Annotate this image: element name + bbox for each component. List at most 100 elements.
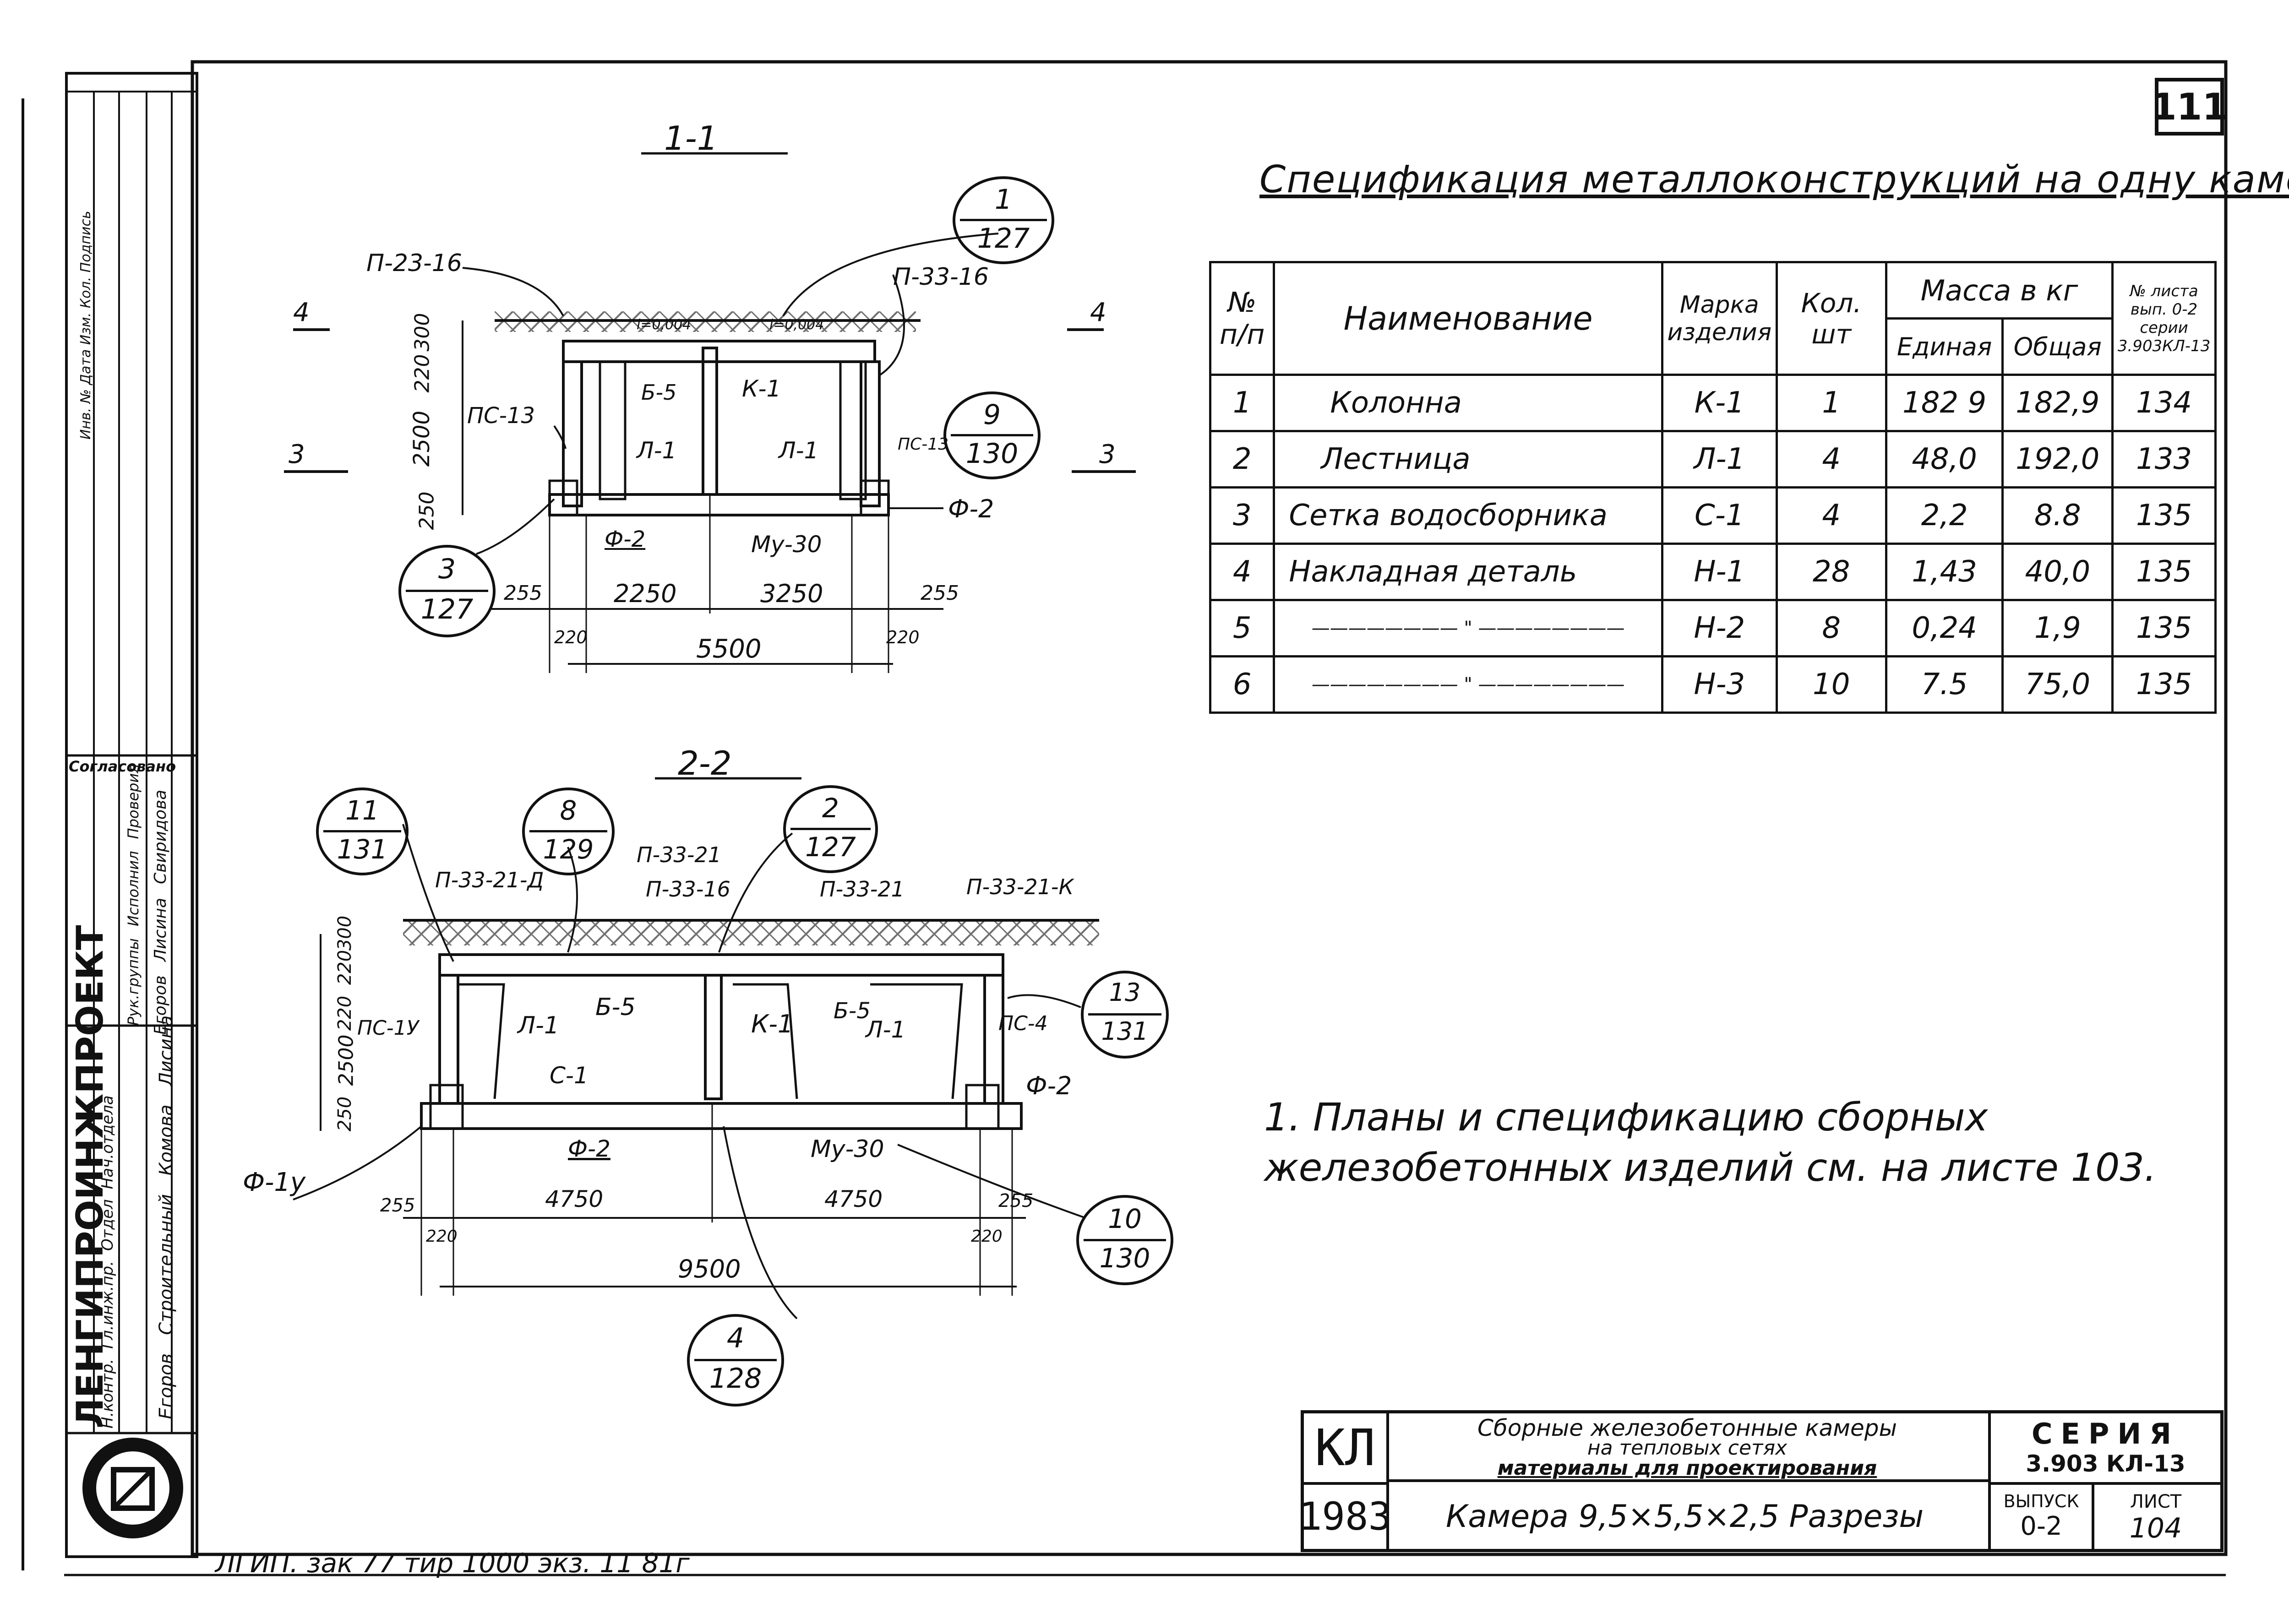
sheet-number-top: 111 <box>2151 85 2228 128</box>
spec-table: № п/п Наименование Марка изделия Кол. шт… <box>1209 261 2217 714</box>
cell-unit: 2,2 <box>1885 486 2004 545</box>
label-p33: П-33-16 <box>893 263 989 291</box>
tb-desc3: материалы для проектирования <box>1497 1456 1877 1480</box>
dim-255b: 255 <box>921 581 959 605</box>
tb-desc2: на тепловых сетях <box>1587 1436 1788 1460</box>
cell-total: 40,0 <box>2001 543 2114 601</box>
label-mu30: Му-30 <box>751 531 822 558</box>
th-mark: Марка изделия <box>1661 261 1778 376</box>
cell-name: ———————— " ———————— <box>1273 655 1663 714</box>
dim-9500: 9500 <box>678 1255 741 1283</box>
tb-issue-value: 0-2 <box>2020 1511 2062 1541</box>
th-num: № п/п <box>1209 261 1275 376</box>
dim-4750a: 4750 <box>545 1186 604 1212</box>
dim-220a: 220 <box>554 627 588 647</box>
cell-name: Накладная деталь <box>1273 543 1663 601</box>
cell-qty: 8 <box>1775 599 1887 657</box>
label-mu30: Му-30 <box>811 1135 884 1163</box>
label-l1b: Л-1 <box>779 437 819 464</box>
cell-total: 75,0 <box>2001 655 2114 714</box>
callout-bubble: 4 128 <box>687 1314 784 1407</box>
label-b5: Б-5 <box>641 380 677 405</box>
cell-n: 4 <box>1209 543 1275 601</box>
sheet-number-box: 111 <box>2151 78 2228 136</box>
cell-mark: Н-2 <box>1661 599 1778 657</box>
label-i1: i=0,004 <box>637 317 692 333</box>
tb-issue-label: Выпуск <box>2003 1491 2079 1511</box>
cell-n: 5 <box>1209 599 1275 657</box>
label-f2b: Ф-2 <box>1026 1071 1072 1100</box>
callout-bubble: 11 131 <box>316 788 409 875</box>
tb-series-value: 3.903 КЛ-13 <box>2026 1450 2185 1477</box>
label-c1: С-1 <box>550 1062 589 1089</box>
th-unit: Единая <box>1885 317 2004 376</box>
label-i2: i=0,004 <box>769 317 824 333</box>
cut-4-left: 4 <box>293 298 310 327</box>
dim-300: 300 <box>334 915 356 951</box>
dim-255a: 255 <box>504 581 542 605</box>
callout-bubble: 9 130 <box>943 391 1041 479</box>
label-ps13b: ПС-13 <box>898 435 949 454</box>
cell-name: Лестница <box>1273 430 1663 489</box>
dim-250: 250 <box>334 1096 356 1132</box>
tb-code: КЛ <box>1314 1418 1376 1477</box>
tb-sheet-title: Камера 9,5×5,5×2,5 Разрезы <box>1446 1498 1924 1535</box>
label-l1a: Л-1 <box>637 437 677 464</box>
label-ps1y: ПС-1У <box>357 1016 419 1040</box>
cell-n: 3 <box>1209 486 1275 545</box>
label-f2a: Ф-2 <box>568 1135 610 1162</box>
dim-255a: 255 <box>380 1195 415 1216</box>
note: 1. Планы и спецификацию сборных железобе… <box>1264 1095 2157 1190</box>
callout-bubble: 2 127 <box>783 785 878 873</box>
cell-sheet: 135 <box>2111 486 2217 545</box>
table-row: 5 ———————— " ———————— Н-2 8 0,24 1,9 135 <box>1209 599 2217 657</box>
callout-bubble: 8 129 <box>522 788 615 875</box>
cell-unit: 0,24 <box>1885 599 2004 657</box>
title-block: КЛ 1983 Сборные железобетонные камеры на… <box>1298 1410 2224 1552</box>
table-row: 1 Колонна К-1 1 182 9 182,9 134 <box>1209 374 2217 432</box>
cut-3-right: 3 <box>1099 440 1116 469</box>
tb-sheet-label: Лист <box>2130 1491 2182 1512</box>
label-f2a: Ф-2 <box>605 527 646 552</box>
th-mass: Масса в кг <box>1885 261 2114 320</box>
dim-220: 220 <box>334 950 356 985</box>
cell-sheet: 135 <box>2111 599 2217 657</box>
cell-mark: Н-3 <box>1661 655 1778 714</box>
dim-220d: 220 <box>971 1227 1003 1246</box>
th-total: Общая <box>2001 317 2114 376</box>
label-l1b: Л-1 <box>866 1016 906 1043</box>
cell-sheet: 133 <box>2111 430 2217 489</box>
cell-unit: 7.5 <box>1885 655 2004 714</box>
cell-qty: 4 <box>1775 486 1887 545</box>
dim-220b: 220 <box>334 995 356 1031</box>
th-qty: Кол. шт <box>1775 261 1887 376</box>
cell-qty: 10 <box>1775 655 1887 714</box>
cell-mark: С-1 <box>1661 486 1778 545</box>
cell-sheet: 135 <box>2111 655 2217 714</box>
label-p23: П-23-16 <box>366 250 462 277</box>
dim-2250: 2250 <box>614 579 677 608</box>
cell-total: 192,0 <box>2001 430 2114 489</box>
label-f2b: Ф-2 <box>948 494 994 523</box>
cell-name: Колонна <box>1273 374 1663 432</box>
stamp-agreed: Согласовано <box>69 758 176 775</box>
label-b5b: Б-5 <box>834 998 871 1024</box>
spec-title: Спецификация металлоконструкций на одну … <box>1259 158 2289 201</box>
tb-year: 1983 <box>1298 1494 1392 1539</box>
tb-sheet-value: 104 <box>2129 1512 2182 1544</box>
label-ps4: ПС-4 <box>998 1012 1048 1035</box>
dim-4750b: 4750 <box>824 1186 883 1212</box>
cut-4-right: 4 <box>1090 298 1106 327</box>
cell-qty: 1 <box>1775 374 1887 432</box>
cell-name: ———————— " ———————— <box>1273 599 1663 657</box>
dim-255b: 255 <box>998 1190 1034 1211</box>
cell-unit: 48,0 <box>1885 430 2004 489</box>
cell-total: 1,9 <box>2001 599 2114 657</box>
cell-qty: 28 <box>1775 543 1887 601</box>
table-row: 3 Сетка водосборника С-1 4 2,2 8.8 135 <box>1209 486 2217 545</box>
callout-bubble: 3 127 <box>398 545 496 637</box>
cell-n: 2 <box>1209 430 1275 489</box>
cell-qty: 4 <box>1775 430 1887 489</box>
